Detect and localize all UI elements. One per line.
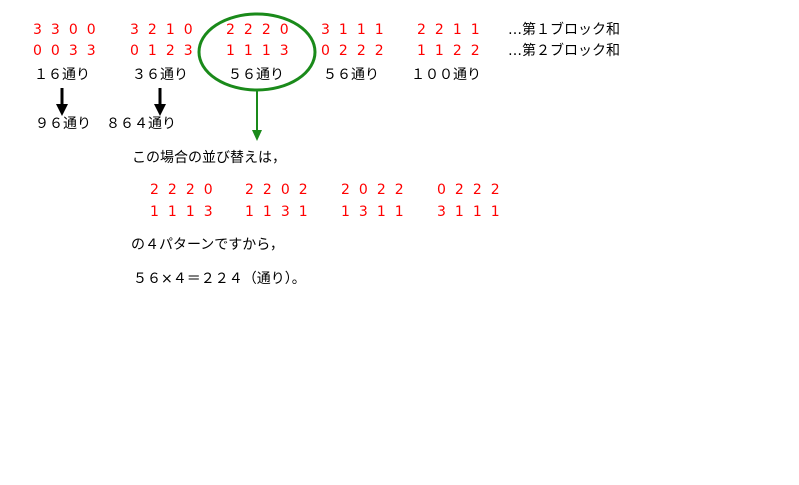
block2-value: 1113 (226, 43, 298, 59)
intro-text: この場合の並び替えは， (132, 150, 286, 166)
total: ９６通り (35, 116, 91, 132)
block1-value: 3300 (33, 22, 105, 38)
green-arrow-head (252, 130, 262, 141)
pattern-bottom: 1311 (341, 204, 413, 220)
block1-value: 2220 (226, 22, 298, 38)
pattern-bottom: 1131 (245, 204, 317, 220)
pattern-note: の４パターンですから， (131, 237, 284, 253)
count: ３６通り (132, 67, 188, 83)
pattern-top: 2022 (341, 182, 413, 198)
total: ８６４通り (106, 116, 176, 132)
block2-value: 0123 (130, 43, 202, 59)
black-arrow-2-head (154, 104, 166, 116)
block1-value: 3210 (130, 22, 202, 38)
block2-value: 0222 (321, 43, 393, 59)
block1-value: 2211 (417, 22, 489, 38)
count: ５６通り (228, 67, 284, 83)
count: １６通り (34, 67, 90, 83)
count: １００通り (411, 67, 481, 83)
black-arrow-1-head (56, 104, 68, 116)
block1-value: 3111 (321, 22, 393, 38)
result-text: ５６×４＝２２４（通り）。 (133, 271, 306, 287)
pattern-bottom: 1113 (150, 204, 222, 220)
pattern-top: 2220 (150, 182, 222, 198)
block2-value: 0033 (33, 43, 105, 59)
pattern-top: 0222 (437, 182, 509, 198)
pattern-bottom: 3111 (437, 204, 509, 220)
block2-label: …第２ブロック和 (508, 43, 620, 59)
count: ５６通り (323, 67, 379, 83)
block2-value: 1122 (417, 43, 489, 59)
pattern-top: 2202 (245, 182, 317, 198)
block1-label: …第１ブロック和 (508, 22, 620, 38)
